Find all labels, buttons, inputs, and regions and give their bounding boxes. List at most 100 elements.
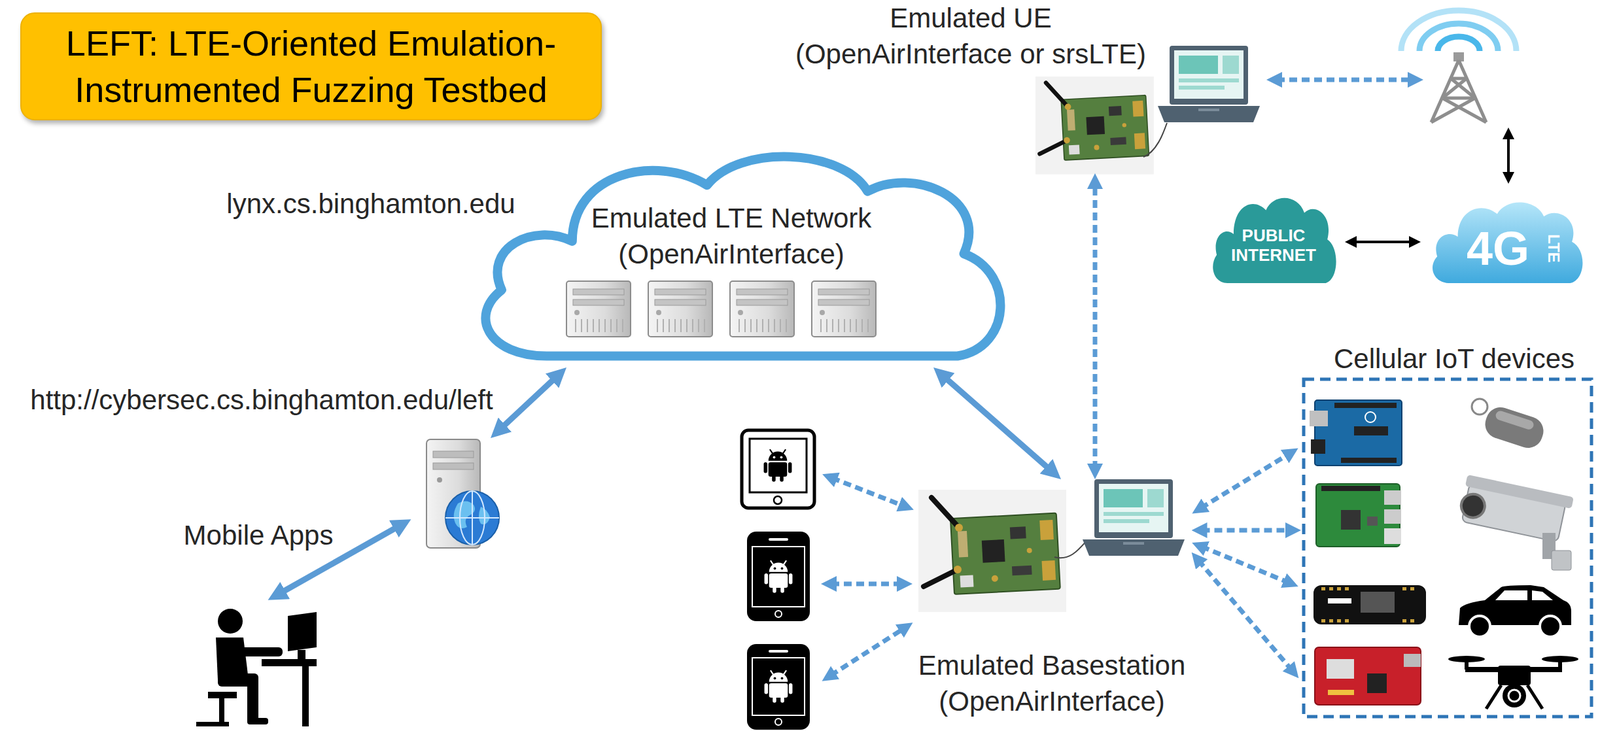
server-icon [811, 281, 876, 337]
security-camera [1458, 491, 1487, 521]
server-icon [730, 281, 795, 337]
drone-icon [1448, 656, 1579, 710]
server-icon [843, 319, 846, 333]
web-server-icon [433, 463, 474, 470]
raspberry-pi [1367, 516, 1378, 526]
pycom-board [1402, 619, 1407, 623]
server-icon [668, 319, 670, 333]
user-icon [302, 665, 309, 727]
pycom-board [1321, 587, 1415, 623]
server-icon [674, 319, 676, 333]
node-text: Emulated LTE Network (OpenAirInterface) [589, 200, 874, 273]
server-icon [820, 319, 822, 333]
web-server-node: http://cybersec.cs.binghamton.edu/left [418, 438, 501, 552]
key-fob-tracker [1481, 403, 1548, 452]
iot-devices-box: Cellular IoT devices [1301, 333, 1595, 720]
annotation-label: lynx.cs.binghamton.edu [226, 186, 515, 223]
security-camera [1458, 474, 1574, 544]
title-text: LEFT: LTE-Oriented Emulation-Instrumente… [30, 20, 593, 112]
user-icon [196, 722, 229, 727]
red-dev-board [1326, 659, 1355, 679]
server-icon [592, 319, 594, 333]
cell-tower [1437, 36, 1480, 52]
node-frame [418, 438, 501, 552]
server-icon [785, 319, 787, 333]
arduino-board [1340, 457, 1397, 464]
security-camera [1551, 550, 1572, 571]
arduino-board [1365, 412, 1376, 423]
server-icon [750, 319, 752, 333]
cell-tower [1431, 98, 1476, 123]
android-phone [747, 644, 810, 731]
red-dev-board [1314, 647, 1421, 706]
car-icon [1469, 616, 1491, 638]
node-text: 4G [1466, 225, 1530, 273]
server-icon [767, 319, 770, 333]
web-server-icon [433, 451, 474, 458]
iot-link [1198, 560, 1292, 671]
server-icon [604, 319, 606, 333]
connector-arrow [500, 376, 558, 430]
server-icon [818, 299, 870, 306]
node-text: LTE [1545, 234, 1562, 263]
raspberry-pi [1316, 484, 1402, 547]
server-icon [744, 319, 746, 333]
security-camera [1458, 474, 1574, 571]
phone-link [830, 628, 905, 676]
pycom-board [1313, 585, 1427, 625]
android-tablet [741, 430, 815, 509]
server-icon [818, 289, 870, 296]
server-icon [574, 319, 577, 333]
pycom-board [1321, 587, 1326, 591]
pycom-board [1327, 598, 1352, 604]
android-phone [775, 718, 782, 726]
server-icon [648, 281, 713, 337]
server-icon [692, 319, 694, 333]
basestation-laptop [1082, 479, 1185, 557]
server-icon [598, 319, 600, 333]
red-dev-board [1327, 690, 1355, 696]
cell-tower [1401, 10, 1517, 123]
android-phone [764, 560, 793, 594]
cell-tower [1431, 60, 1487, 123]
iot-devices-box-outline [1301, 333, 1595, 720]
cloud-outline [1212, 198, 1336, 284]
server-icon [837, 319, 840, 333]
server-icon [580, 319, 583, 333]
server-icon [867, 319, 869, 333]
pycom-board [1344, 619, 1349, 623]
node-text: http://cybersec.cs.binghamton.edu/left [30, 382, 493, 419]
dashed-frame [1303, 379, 1592, 717]
pycom-board [1410, 619, 1415, 623]
pycom-board [1337, 587, 1341, 591]
pycom-board [1360, 591, 1395, 613]
ue-board [1035, 76, 1154, 175]
user-icon [196, 608, 317, 727]
pycom-board [1402, 587, 1407, 591]
cell-tower [1442, 98, 1487, 123]
server-icon [566, 281, 631, 337]
raspberry-pi [1321, 486, 1381, 492]
server-icon [738, 319, 740, 333]
user-icon [261, 659, 317, 667]
arduino-board [1314, 400, 1402, 466]
car-icon [1539, 616, 1561, 638]
car-icon [1495, 590, 1528, 601]
server-icon [662, 319, 664, 333]
server-icon [622, 319, 624, 333]
android-phone [764, 670, 793, 704]
iot-link [1201, 546, 1289, 583]
web-server-icon [426, 439, 500, 549]
usb-cable [1054, 540, 1088, 558]
server-icon [616, 319, 618, 333]
android-phone [775, 610, 782, 618]
android-tablet [741, 430, 815, 509]
raspberry-pi [1340, 510, 1361, 530]
server-icon [855, 319, 857, 333]
server-icon [586, 319, 589, 333]
drone-icon [1486, 685, 1502, 710]
user-icon [247, 680, 259, 721]
cell-tower [1401, 10, 1517, 52]
key-fob-tracker [1471, 399, 1488, 415]
